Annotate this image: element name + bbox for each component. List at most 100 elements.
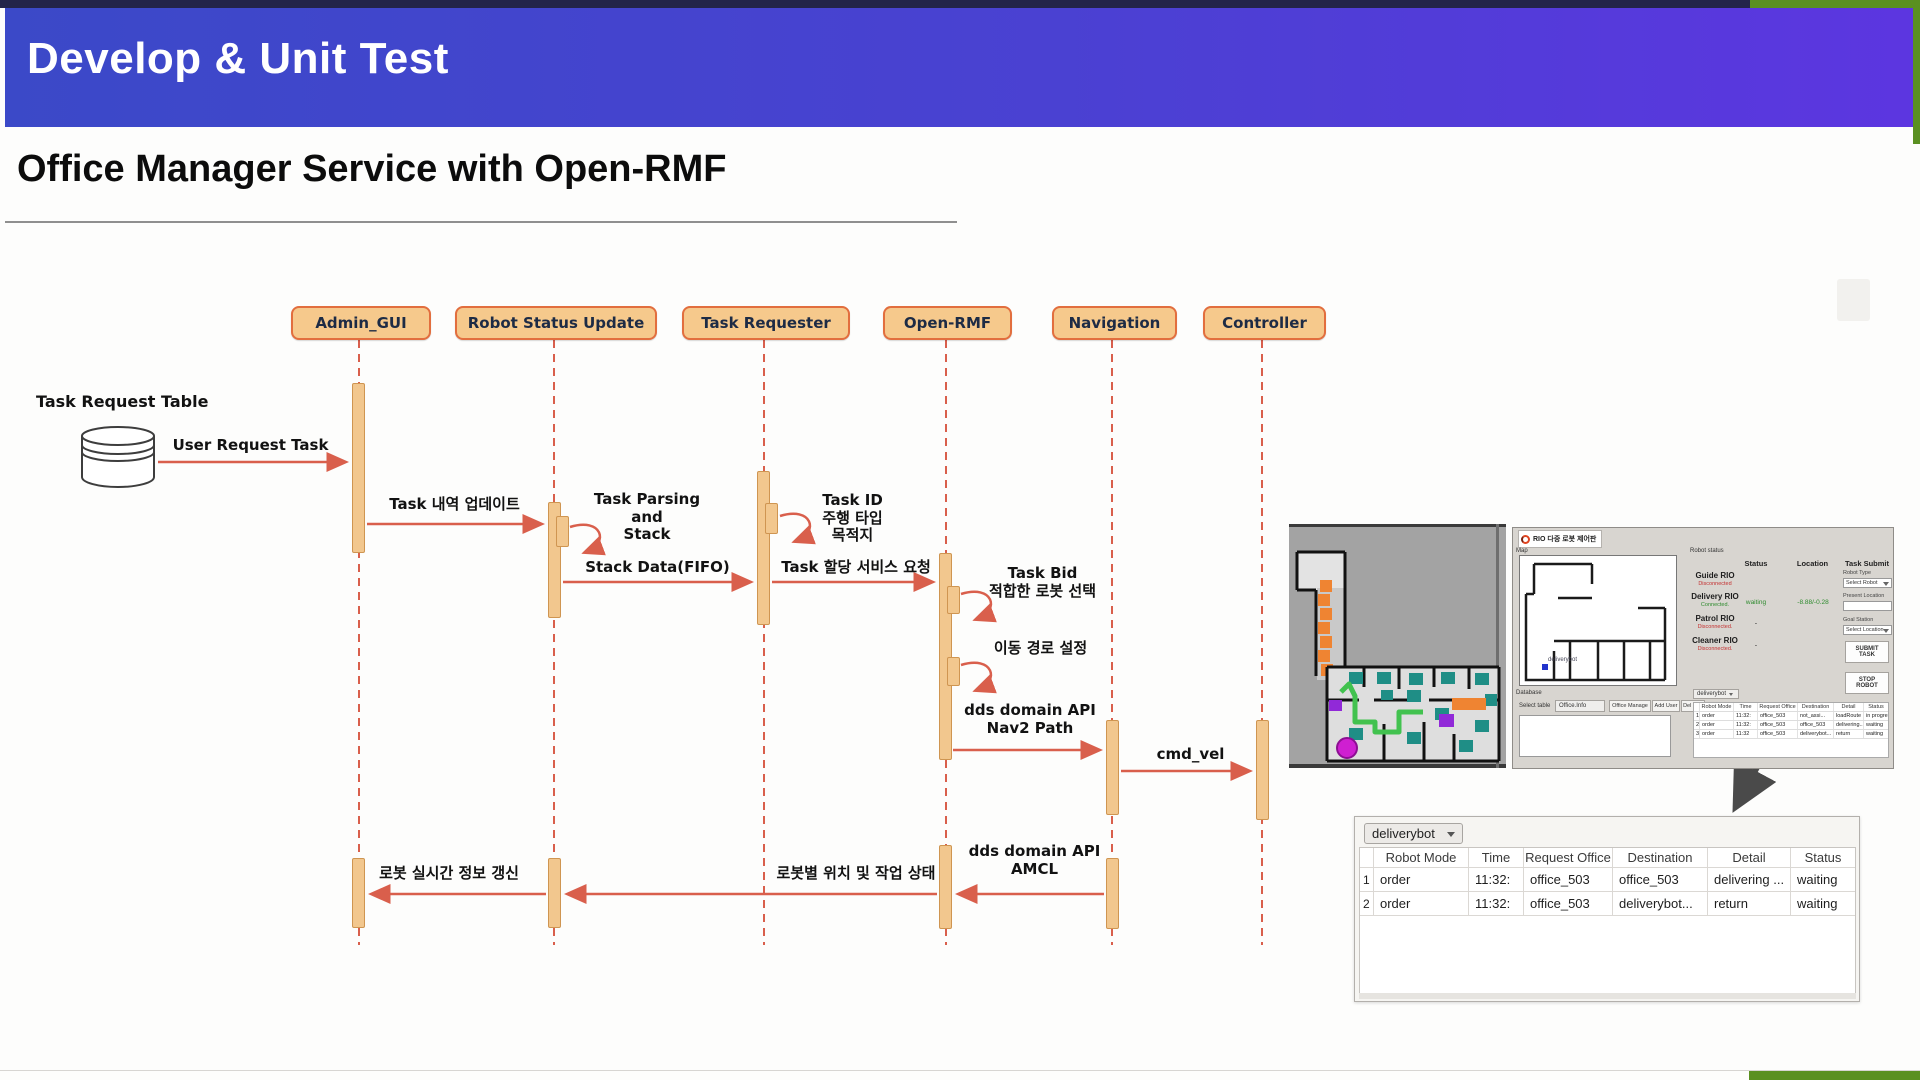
header-cell: Destination bbox=[1613, 848, 1708, 867]
cell: waiting bbox=[1866, 731, 1884, 737]
cell-row-number: 1 bbox=[1360, 868, 1374, 891]
cell: return bbox=[1834, 730, 1864, 738]
robot-name: Guide RIO bbox=[1695, 571, 1735, 580]
activation-bar bbox=[352, 858, 365, 928]
col-task-submit: Task Submit bbox=[1844, 559, 1890, 568]
chevron-down-icon bbox=[1447, 832, 1455, 837]
table-row[interactable]: 2 order 11:32: office_503 office_503 del… bbox=[1694, 721, 1888, 730]
table-row[interactable]: 1 order 11:32: office_503 not_assi... lo… bbox=[1694, 712, 1888, 721]
cell-time: 11:32: bbox=[1469, 892, 1524, 915]
actor-label: Task Requester bbox=[701, 314, 831, 332]
chevron-down-icon bbox=[1729, 692, 1734, 696]
room-markers bbox=[1349, 672, 1497, 752]
cell-request-office: office_503 bbox=[1524, 868, 1613, 891]
database-section-label: Database bbox=[1516, 690, 1542, 696]
robot-type-label: Robot Type bbox=[1843, 570, 1872, 576]
cell: order bbox=[1700, 730, 1734, 738]
cell-status: waiting bbox=[1797, 872, 1838, 887]
app-map-area: deliverybot bbox=[1519, 555, 1677, 686]
table-scrollbar[interactable] bbox=[1359, 993, 1856, 999]
database-label: Task Request Table bbox=[36, 392, 209, 411]
path-waypoints bbox=[1318, 580, 1359, 690]
table-select-dropdown[interactable]: Office.Info bbox=[1555, 700, 1605, 712]
cell-detail: delivering ... bbox=[1708, 868, 1791, 891]
activation-bar-nested bbox=[947, 657, 960, 686]
msg-robot-realtime: 로봇 실시간 정보 갱신 bbox=[379, 864, 519, 882]
task-table: Robot Mode Time Request Office Destinati… bbox=[1359, 847, 1856, 995]
bottom-accent-strip bbox=[1749, 1071, 1920, 1080]
col-status: Status bbox=[1744, 559, 1768, 568]
cell: 11:32: bbox=[1734, 721, 1758, 729]
cell: waiting bbox=[1866, 722, 1884, 728]
mini-header-cell: Time bbox=[1734, 703, 1758, 711]
goal-station-value: Select Location bbox=[1846, 627, 1884, 633]
present-location-input[interactable] bbox=[1843, 601, 1892, 611]
robot-selector-dropdown[interactable]: deliverybot bbox=[1364, 823, 1463, 844]
msg-route-set: 이동 경로 설정 bbox=[993, 639, 1088, 657]
header-cell: Status bbox=[1804, 850, 1842, 865]
cell: 11:32: bbox=[1734, 712, 1758, 720]
msg-stack-data: Stack Data(FIFO) bbox=[585, 558, 730, 576]
cell-robot-mode: order bbox=[1374, 868, 1469, 891]
self-loop-task-id bbox=[779, 512, 816, 545]
robot-name: Delivery RIO bbox=[1691, 592, 1739, 601]
cell-time: 11:32: bbox=[1469, 868, 1524, 891]
msg-task-id: Task ID 주행 타입 목적지 bbox=[822, 491, 883, 545]
app-title: RIO 다중 로봇 제어판 bbox=[1533, 536, 1597, 543]
mini-robot-selector[interactable]: deliverybot bbox=[1693, 689, 1739, 699]
robot-position-marker bbox=[1336, 737, 1358, 759]
msg-user-request: User Request Task bbox=[172, 436, 329, 454]
cell: 11:32 bbox=[1734, 730, 1758, 738]
table-header-row: Robot Mode Time Request Office Destinati… bbox=[1360, 848, 1855, 868]
cell: delivering... bbox=[1836, 721, 1864, 729]
self-loop-task-parsing bbox=[569, 523, 606, 556]
mini-header-cell: Robot Mode bbox=[1700, 703, 1734, 711]
cell: order bbox=[1700, 721, 1734, 729]
watermark bbox=[1837, 279, 1870, 321]
chevron-down-icon bbox=[1883, 582, 1889, 586]
goal-station-label: Goal Station bbox=[1843, 617, 1874, 623]
title-underline bbox=[5, 221, 957, 223]
actor-label: Robot Status Update bbox=[467, 314, 645, 332]
cell: 2 bbox=[1696, 721, 1700, 729]
activation-bar-nested bbox=[556, 516, 569, 547]
msg-task-parsing: Task Parsing and Stack bbox=[593, 490, 701, 544]
msg-task-update: Task 내역 업데이트 bbox=[389, 495, 520, 513]
actor-robot-status-update: Robot Status Update bbox=[455, 306, 657, 340]
cell-destination: deliverybot... bbox=[1613, 892, 1708, 915]
add-user-button[interactable]: Add User bbox=[1652, 700, 1680, 712]
robot-name: Cleaner RIO bbox=[1692, 636, 1738, 645]
table-row[interactable]: 3 order 11:32 office_503 deliverybot... … bbox=[1694, 730, 1888, 739]
mini-table-header: Robot Mode Time Request Office Destinati… bbox=[1694, 703, 1888, 712]
robot-status-label: Robot status bbox=[1690, 548, 1724, 554]
chevron-down-icon bbox=[1883, 629, 1889, 633]
activation-bar bbox=[1106, 720, 1119, 815]
goal-station-dropdown[interactable]: Select Location bbox=[1843, 625, 1892, 635]
mini-header-cell bbox=[1694, 703, 1700, 711]
robot-conn: Disconnected. bbox=[1697, 624, 1733, 630]
actor-open-rmf: Open-RMF bbox=[883, 306, 1012, 340]
office-manage-button[interactable]: Office Manage bbox=[1609, 700, 1651, 712]
table-row[interactable]: 2 order 11:32: office_503 deliverybot...… bbox=[1360, 892, 1855, 916]
actor-label: Navigation bbox=[1068, 314, 1161, 332]
present-location-label: Present Location bbox=[1843, 593, 1885, 599]
table-row[interactable]: 1 order 11:32: office_503 office_503 del… bbox=[1360, 868, 1855, 892]
col-location: Location bbox=[1796, 559, 1829, 568]
database-text-area[interactable] bbox=[1519, 715, 1671, 757]
activation-bar bbox=[1256, 720, 1269, 820]
cell-destination: office_503 bbox=[1613, 868, 1708, 891]
activation-bar bbox=[757, 471, 770, 625]
robot-conn: Connected. bbox=[1700, 602, 1730, 608]
result-table-panel: deliverybot Robot Mode Time Request Offi… bbox=[1354, 816, 1860, 1002]
robot-type-dropdown[interactable]: Select Robot bbox=[1843, 578, 1892, 588]
self-loop-route-set bbox=[960, 661, 997, 694]
app-logo-icon bbox=[1521, 534, 1530, 544]
submit-task-button[interactable]: SUBMIT TASK bbox=[1845, 641, 1889, 663]
table-select-value: Office.Info bbox=[1559, 703, 1587, 709]
robot-status-value: waiting bbox=[1745, 599, 1767, 606]
robot-conn: Disconnected bbox=[1698, 581, 1732, 587]
mini-header-cell: Destination bbox=[1798, 703, 1834, 711]
stop-robot-button[interactable]: STOP ROBOT bbox=[1845, 672, 1889, 694]
cell: not_assi... bbox=[1798, 712, 1834, 720]
actor-label: Open-RMF bbox=[903, 314, 992, 332]
